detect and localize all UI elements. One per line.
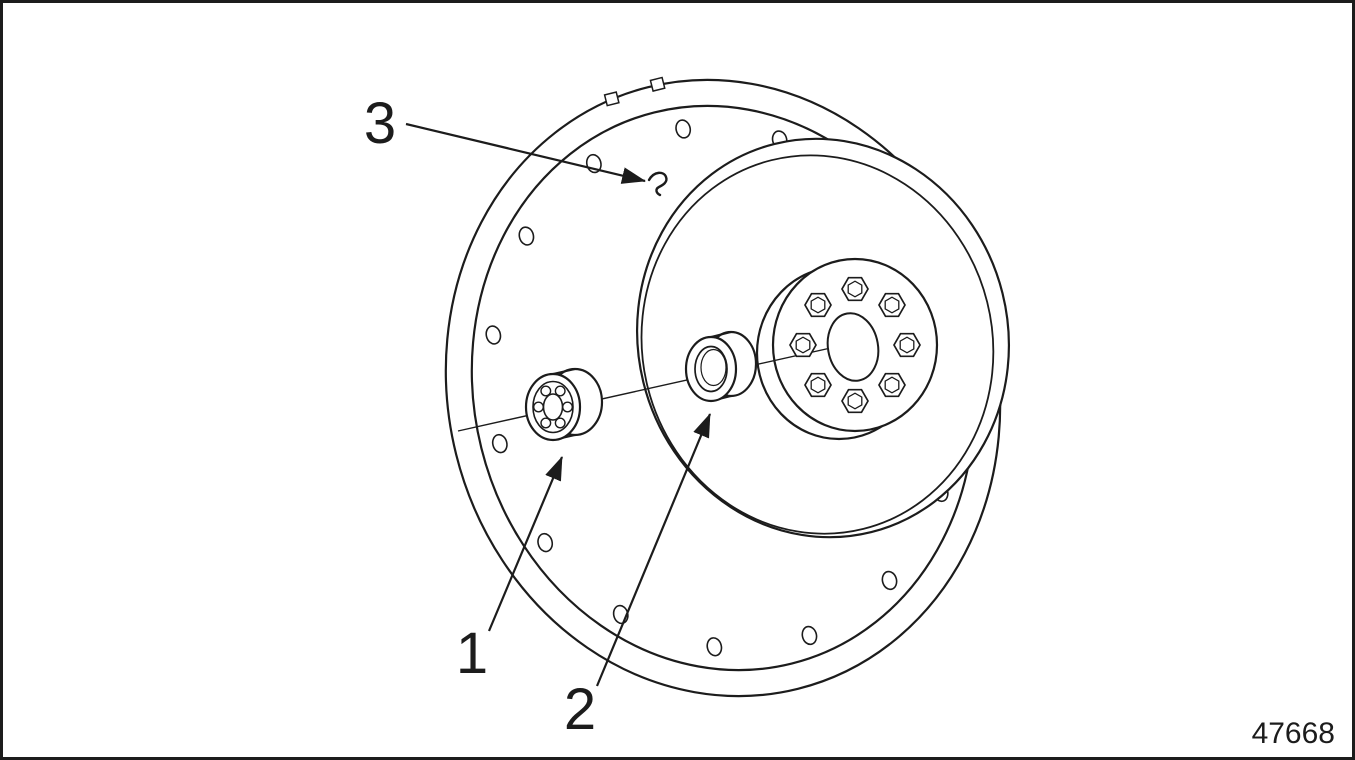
callout-arrows	[405, 122, 712, 687]
callout-labels: 3 1 2 47668	[364, 91, 1335, 750]
hub-bolt-icon	[803, 292, 833, 318]
flywheel-bolt-hole	[518, 226, 535, 246]
hub-bolt-icon	[877, 292, 907, 318]
bearing-ball-icon	[554, 385, 566, 397]
hub-bolt-icon	[788, 332, 818, 358]
callout-label-2: 2	[564, 677, 596, 742]
bearing-ball-icon	[554, 417, 566, 429]
hub-bolt-icon	[840, 276, 870, 302]
bearing-ball-icon	[562, 401, 574, 413]
hub-bolt-icon	[803, 372, 833, 398]
hub-bolt-icon	[840, 388, 870, 414]
bearing-bore	[542, 393, 564, 421]
callout-arrow-3	[405, 122, 646, 184]
flywheel-bolt-hole	[801, 625, 818, 646]
callout-arrow-2	[595, 413, 712, 687]
hub-bolt-icon	[892, 332, 922, 358]
hub-center-bore	[826, 312, 880, 382]
callout-arrow-1	[487, 456, 564, 632]
flywheel-bolt-hole	[675, 119, 692, 139]
bearing-ball-icon	[540, 385, 552, 397]
flywheel-bolt-hole	[881, 570, 898, 591]
hub-bolt-circle	[788, 276, 922, 414]
flywheel-bolt-hole	[706, 637, 723, 657]
pilot-bearing	[524, 367, 604, 442]
flywheel-bolt-hole	[491, 433, 508, 454]
rim-notch-icon	[603, 91, 620, 107]
bearing-ball-icon	[533, 401, 545, 413]
callout-label-3: 3	[364, 91, 396, 156]
retainer-clip	[647, 171, 668, 197]
callout-label-1: 1	[456, 621, 488, 686]
flywheel-assembly-figure: 3 1 2 47668	[364, 76, 1335, 750]
bearing-ball-icon	[540, 417, 552, 429]
sleeve-spacer	[684, 330, 758, 403]
figure-number: 47668	[1252, 717, 1335, 750]
rim-notch-icon	[649, 76, 666, 93]
flywheel-bolt-hole	[537, 532, 554, 553]
flywheel-bolt-hole	[485, 325, 502, 345]
hub-bolt-icon	[877, 372, 907, 398]
flexplate-inner-edge	[640, 154, 995, 535]
sleeve-bore-inner-wall	[700, 348, 727, 387]
